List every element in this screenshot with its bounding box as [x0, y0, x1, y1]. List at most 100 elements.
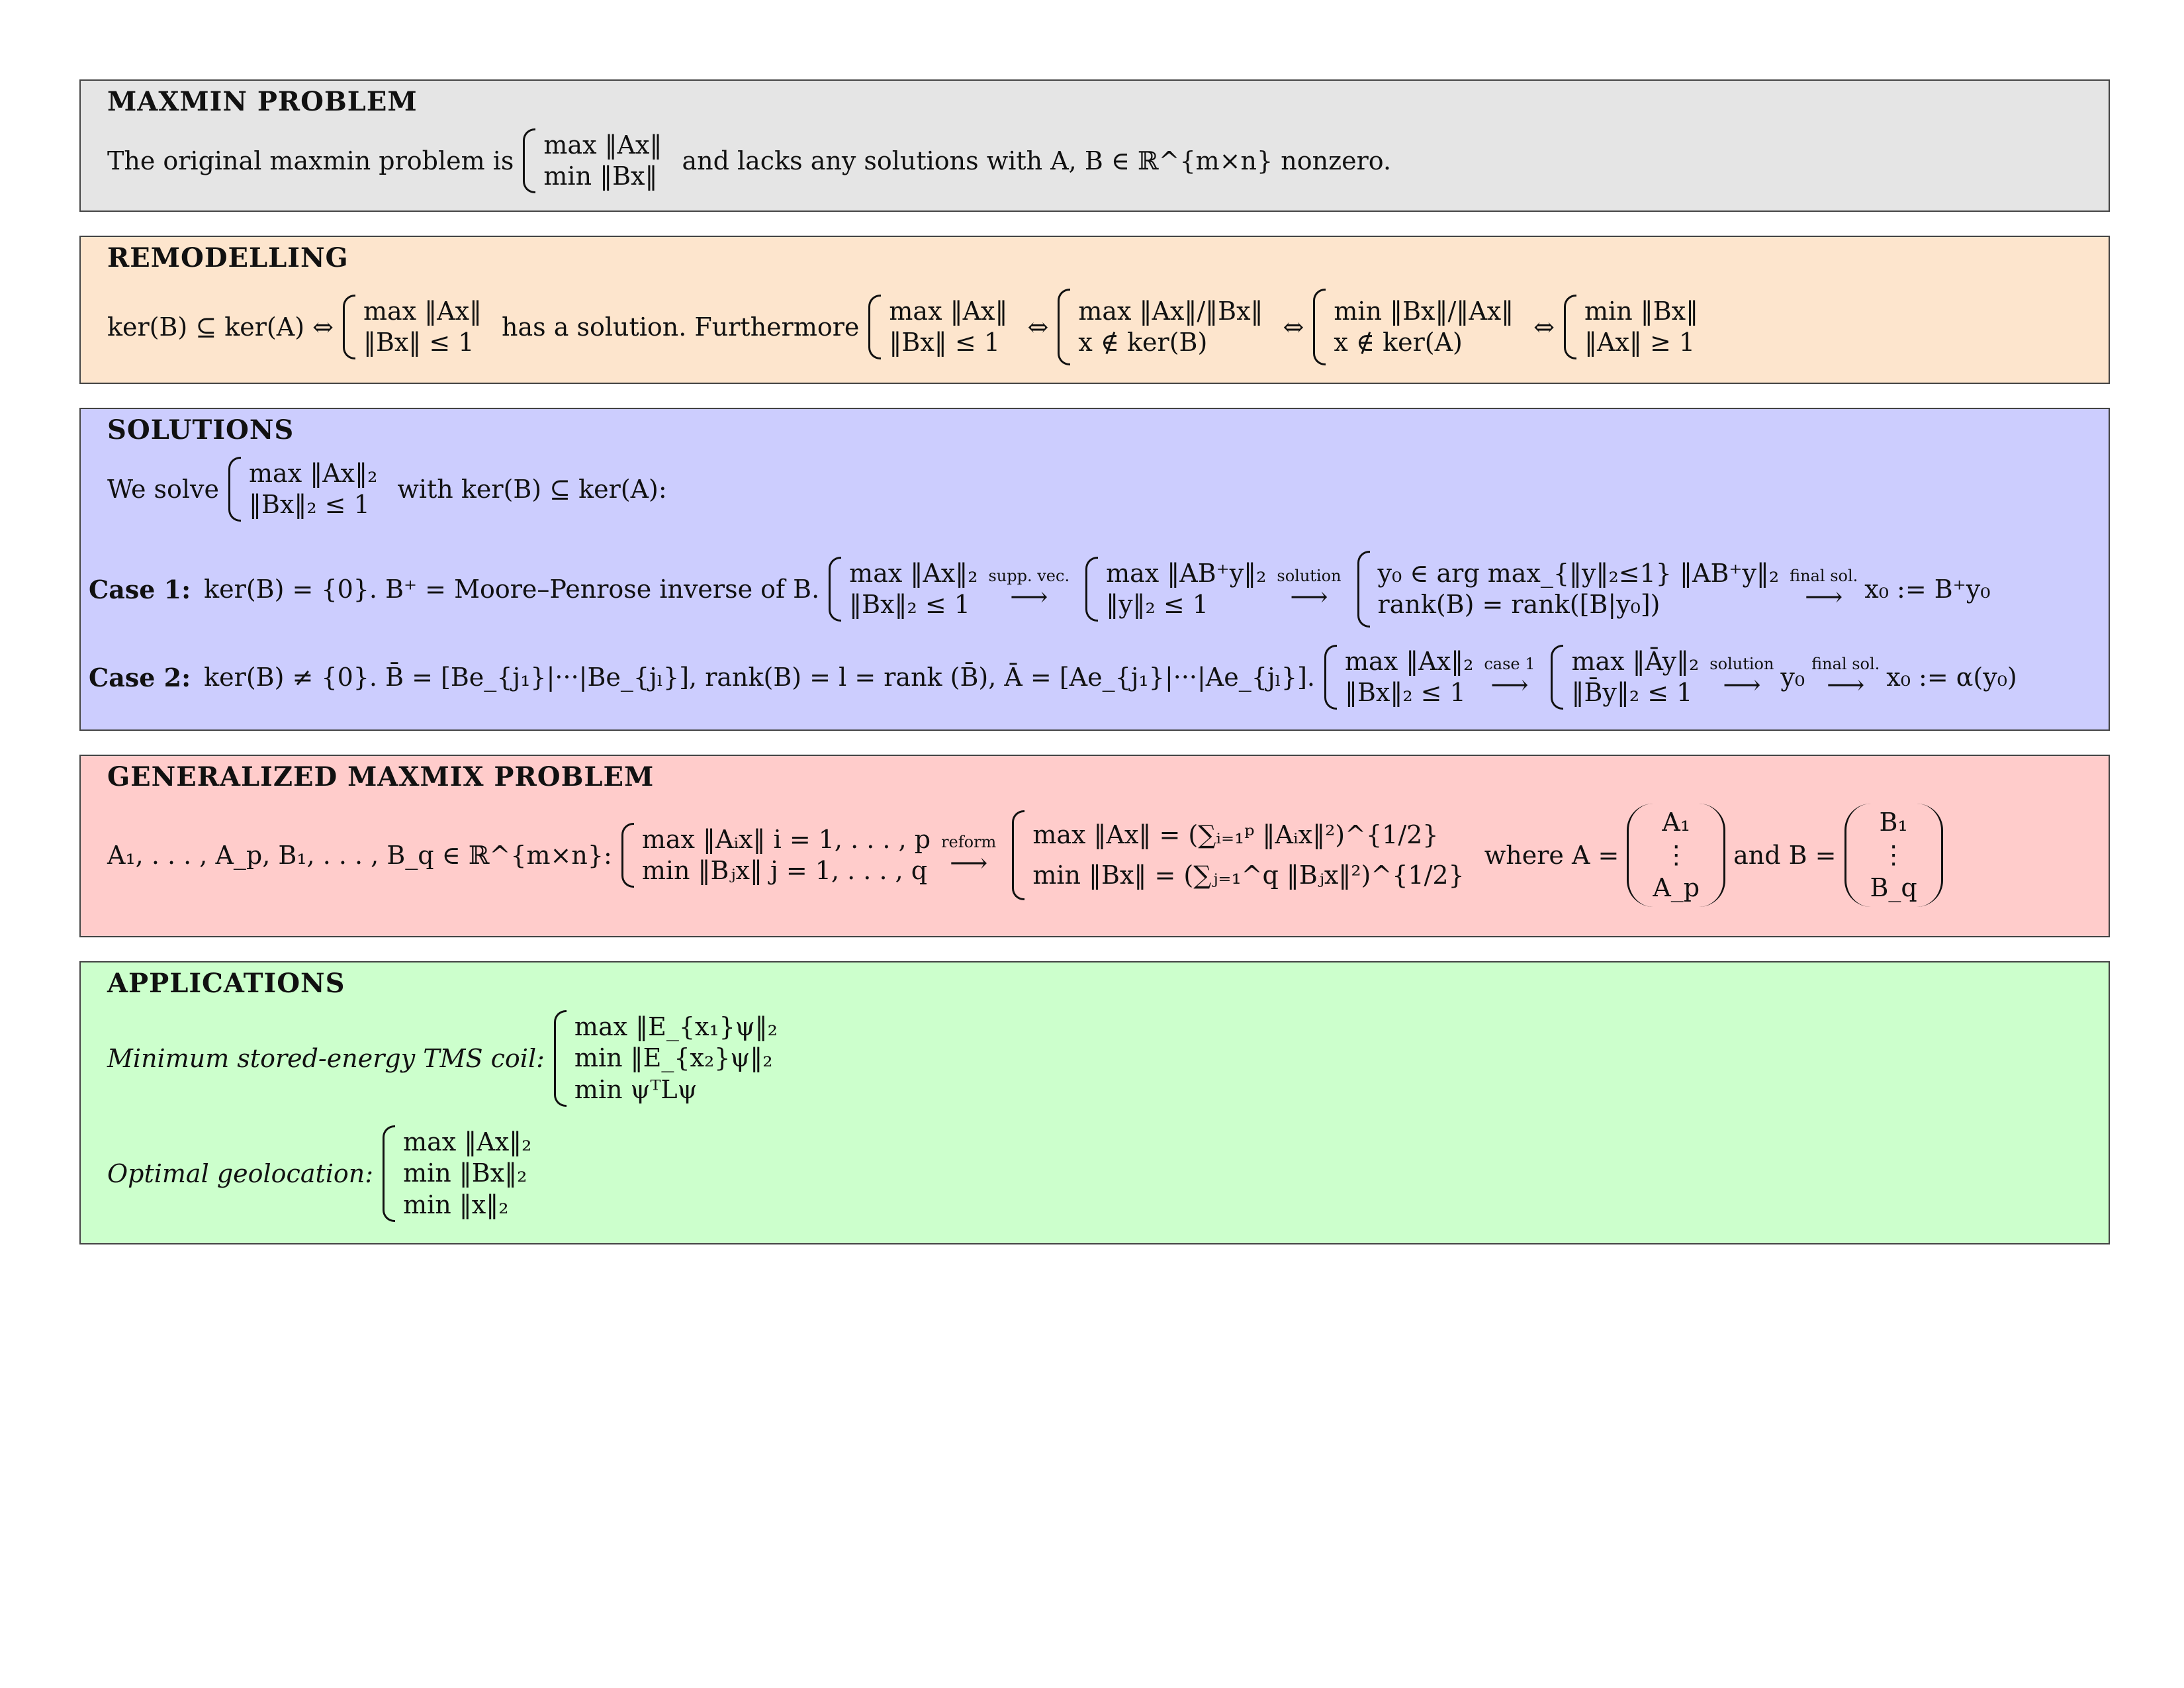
right-arrow-icon: ⟶ [1723, 670, 1761, 700]
right-arrow-icon: ⟶ [1010, 582, 1048, 612]
applications-panel: APPLICATIONS Minimum stored-energy TMS c… [79, 961, 2110, 1244]
system-line: max ‖Ax‖ [363, 296, 482, 326]
system-line: ‖Bx‖ ≤ 1 [363, 328, 475, 357]
system-line: x ∉ ker(B) [1078, 328, 1208, 357]
app2-label: Optimal geolocation: [107, 1159, 374, 1188]
remodelling-title: REMODELLING [107, 242, 349, 273]
right-arrow-icon: ⟶ [1805, 582, 1843, 612]
generalized-title: GENERALIZED MAXMIX PROBLEM [107, 761, 655, 792]
case-2-label: Case 2: [89, 662, 191, 692]
arrow-solution: solution ⟶ [1709, 655, 1774, 700]
solutions-tail: with ker(B) ⊆ ker(A): [397, 475, 667, 504]
arrow-case-1: case 1 ⟶ [1484, 655, 1535, 700]
solutions-title: SOLUTIONS [107, 414, 295, 445]
system-line: ‖Ax‖ ≥ 1 [1584, 328, 1696, 357]
system-line: ‖Bx‖₂ ≤ 1 [1345, 678, 1466, 707]
iff-symbol: ⇔ [1533, 312, 1555, 342]
system-line: min ‖Bx‖/‖Ax‖ [1334, 296, 1514, 326]
matrix-entry: ⋮ [1881, 840, 1907, 870]
case-1-result: x₀ := B⁺y₀ [1864, 575, 1991, 604]
solutions-statement: We solve max ‖Ax‖₂ ‖Bx‖₂ ≤ 1 with ker(B)… [107, 457, 667, 522]
case-2-result: x₀ := α(y₀) [1886, 663, 2017, 692]
case-1-row: Case 1: ker(B) = {0}. B⁺ = Moore–Penrose… [89, 551, 1990, 628]
system-line: ‖B̄y‖₂ ≤ 1 [1571, 678, 1693, 707]
iff-symbol: ⇔ [1283, 312, 1304, 342]
case-1-text: ker(B) = {0}. B⁺ = Moore–Penrose inverse… [204, 575, 820, 604]
maxmin-panel: MAXMIN PROBLEM The original maxmin probl… [79, 79, 2110, 212]
system-line: max ‖AB⁺y‖₂ [1106, 558, 1267, 588]
system-line: max ‖Ax‖ = (∑ᵢ₌₁ᵖ ‖Aᵢx‖²)^{1/2} [1032, 820, 1439, 850]
solutions-system: max ‖Ax‖₂ ‖Bx‖₂ ≤ 1 [223, 457, 377, 522]
case-1-system-2: max ‖AB⁺y‖₂ ‖y‖₂ ≤ 1 [1080, 557, 1266, 622]
solutions-panel: SOLUTIONS We solve max ‖Ax‖₂ ‖Bx‖₂ ≤ 1 w… [79, 408, 2110, 731]
arrow-reform: reform ⟶ [941, 833, 997, 879]
arrow-final-sol: final sol. ⟶ [1811, 655, 1880, 700]
case-1-label: Case 1: [89, 574, 191, 604]
remodelling-system-2: max ‖Ax‖ ‖Bx‖ ≤ 1 [863, 295, 1007, 359]
system-line: max ‖Ax‖₂ [849, 558, 978, 588]
arrow-solution: solution ⟶ [1277, 567, 1342, 612]
right-arrow-icon: ⟶ [1490, 670, 1529, 700]
case-1-system-1: max ‖Ax‖₂ ‖Bx‖₂ ≤ 1 [823, 557, 978, 622]
arrow-supp-vec: supp. vec. ⟶ [988, 567, 1070, 612]
app2-system: max ‖Ax‖₂ min ‖Bx‖₂ min ‖x‖₂ [377, 1125, 531, 1222]
system-line: rank(B) = rank([B|y₀]) [1377, 590, 1661, 619]
system-line: max ‖Ax‖₂ [403, 1127, 532, 1156]
generalized-system-2: max ‖Ax‖ = (∑ᵢ₌₁ᵖ ‖Aᵢx‖²)^{1/2} min ‖Bx‖… [1007, 810, 1465, 901]
app1-system: max ‖E_{x₁}ψ‖₂ min ‖E_{x₂}ψ‖₂ min ψᵀLψ [549, 1010, 778, 1107]
system-line: max ‖Ax‖₂ [249, 458, 378, 488]
system-line: min ‖Bx‖ = (∑ⱼ₌₁^q ‖Bⱼx‖²)^{1/2} [1032, 861, 1465, 890]
case-1-system-3: y₀ ∈ arg max_{‖y‖₂≤1} ‖AB⁺y‖₂ rank(B) = … [1352, 551, 1780, 628]
system-line: ‖Bx‖₂ ≤ 1 [249, 490, 370, 519]
system-line: max ‖Ax‖ [889, 296, 1008, 326]
arrow-final-sol: final sol. ⟶ [1790, 567, 1858, 612]
system-line: min ‖Bx‖₂ [403, 1158, 527, 1188]
generalized-statement: A₁, . . . , A_p, B₁, . . . , B_q ∈ ℝ^{m×… [107, 804, 1951, 908]
generalized-system-1: max ‖Aᵢx‖ i = 1, . . . , p min ‖Bⱼx‖ j =… [616, 823, 931, 888]
maxmin-system: max ‖Ax‖ min ‖Bx‖ [518, 128, 662, 193]
system-line: ‖Bx‖₂ ≤ 1 [849, 590, 970, 619]
matrix-entry: B_q [1870, 872, 1917, 902]
maxmin-lead: The original maxmin problem is [107, 146, 514, 175]
maxmin-system-line: min ‖Bx‖ [543, 162, 658, 191]
right-arrow-icon: ⟶ [1290, 582, 1328, 612]
generalized-lead: A₁, . . . , A_p, B₁, . . . , B_q ∈ ℝ^{m×… [107, 841, 612, 870]
system-line: max ‖Ax‖₂ [1345, 646, 1474, 676]
generalized-panel: GENERALIZED MAXMIX PROBLEM A₁, . . . , A… [79, 755, 2110, 937]
system-line: y₀ ∈ arg max_{‖y‖₂≤1} ‖AB⁺y‖₂ [1377, 558, 1780, 588]
remodelling-system-3: max ‖Ax‖/‖Bx‖ x ∉ ker(B) [1052, 289, 1263, 365]
case-2-row: Case 2: ker(B) ≠ {0}. B̄ = [Be_{j₁}|···|… [89, 645, 2017, 710]
case-2-mid: y₀ [1780, 663, 1805, 692]
and-label: and B = [1733, 841, 1837, 870]
system-line: ‖y‖₂ ≤ 1 [1106, 590, 1208, 619]
matrix-a: A₁ ⋮ A_p [1627, 804, 1726, 908]
system-line: ‖Bx‖ ≤ 1 [889, 328, 1000, 357]
system-line: max ‖Ax‖/‖Bx‖ [1078, 296, 1263, 326]
where-label: where A = [1484, 841, 1619, 870]
system-line: max ‖Aᵢx‖ i = 1, . . . , p [641, 824, 931, 854]
maxmin-tail: and lacks any solutions with A, B ∈ ℝ^{m… [682, 146, 1392, 175]
maxmin-statement: The original maxmin problem is max ‖Ax‖ … [107, 128, 1391, 193]
system-line: min ψᵀLψ [574, 1074, 698, 1104]
matrix-entry: B₁ [1879, 808, 1908, 837]
case-2-text: ker(B) ≠ {0}. B̄ = [Be_{j₁}|···|Be_{jₗ}]… [204, 663, 1315, 692]
remodelling-panel: REMODELLING ker(B) ⊆ ker(A) ⇔ max ‖Ax‖ ‖… [79, 236, 2110, 384]
remodelling-mid: has a solution. Furthermore [502, 312, 860, 342]
matrix-entry: A₁ [1662, 808, 1691, 837]
system-line: max ‖Āy‖₂ [1571, 646, 1700, 676]
application-tms-coil: Minimum stored-energy TMS coil: max ‖E_{… [107, 1010, 782, 1107]
right-arrow-icon: ⟶ [1827, 670, 1865, 700]
case-2-system-2: max ‖Āy‖₂ ‖B̄y‖₂ ≤ 1 [1545, 645, 1699, 710]
remodelling-system-1: max ‖Ax‖ ‖Bx‖ ≤ 1 [338, 295, 482, 359]
iff-symbol: ⇔ [1027, 312, 1049, 342]
right-arrow-icon: ⟶ [950, 848, 988, 879]
system-line: min ‖Bⱼx‖ j = 1, . . . , q [641, 856, 928, 886]
solutions-lead: We solve [107, 475, 220, 504]
matrix-entry: A_p [1653, 872, 1700, 902]
remodelling-system-5: min ‖Bx‖ ‖Ax‖ ≥ 1 [1559, 295, 1698, 359]
system-line: min ‖E_{x₂}ψ‖₂ [574, 1043, 773, 1073]
maxmin-system-line: max ‖Ax‖ [543, 130, 662, 160]
system-line: min ‖Bx‖ [1584, 296, 1699, 326]
case-2-system-1: max ‖Ax‖₂ ‖Bx‖₂ ≤ 1 [1319, 645, 1473, 710]
system-line: x ∉ ker(A) [1334, 328, 1463, 357]
